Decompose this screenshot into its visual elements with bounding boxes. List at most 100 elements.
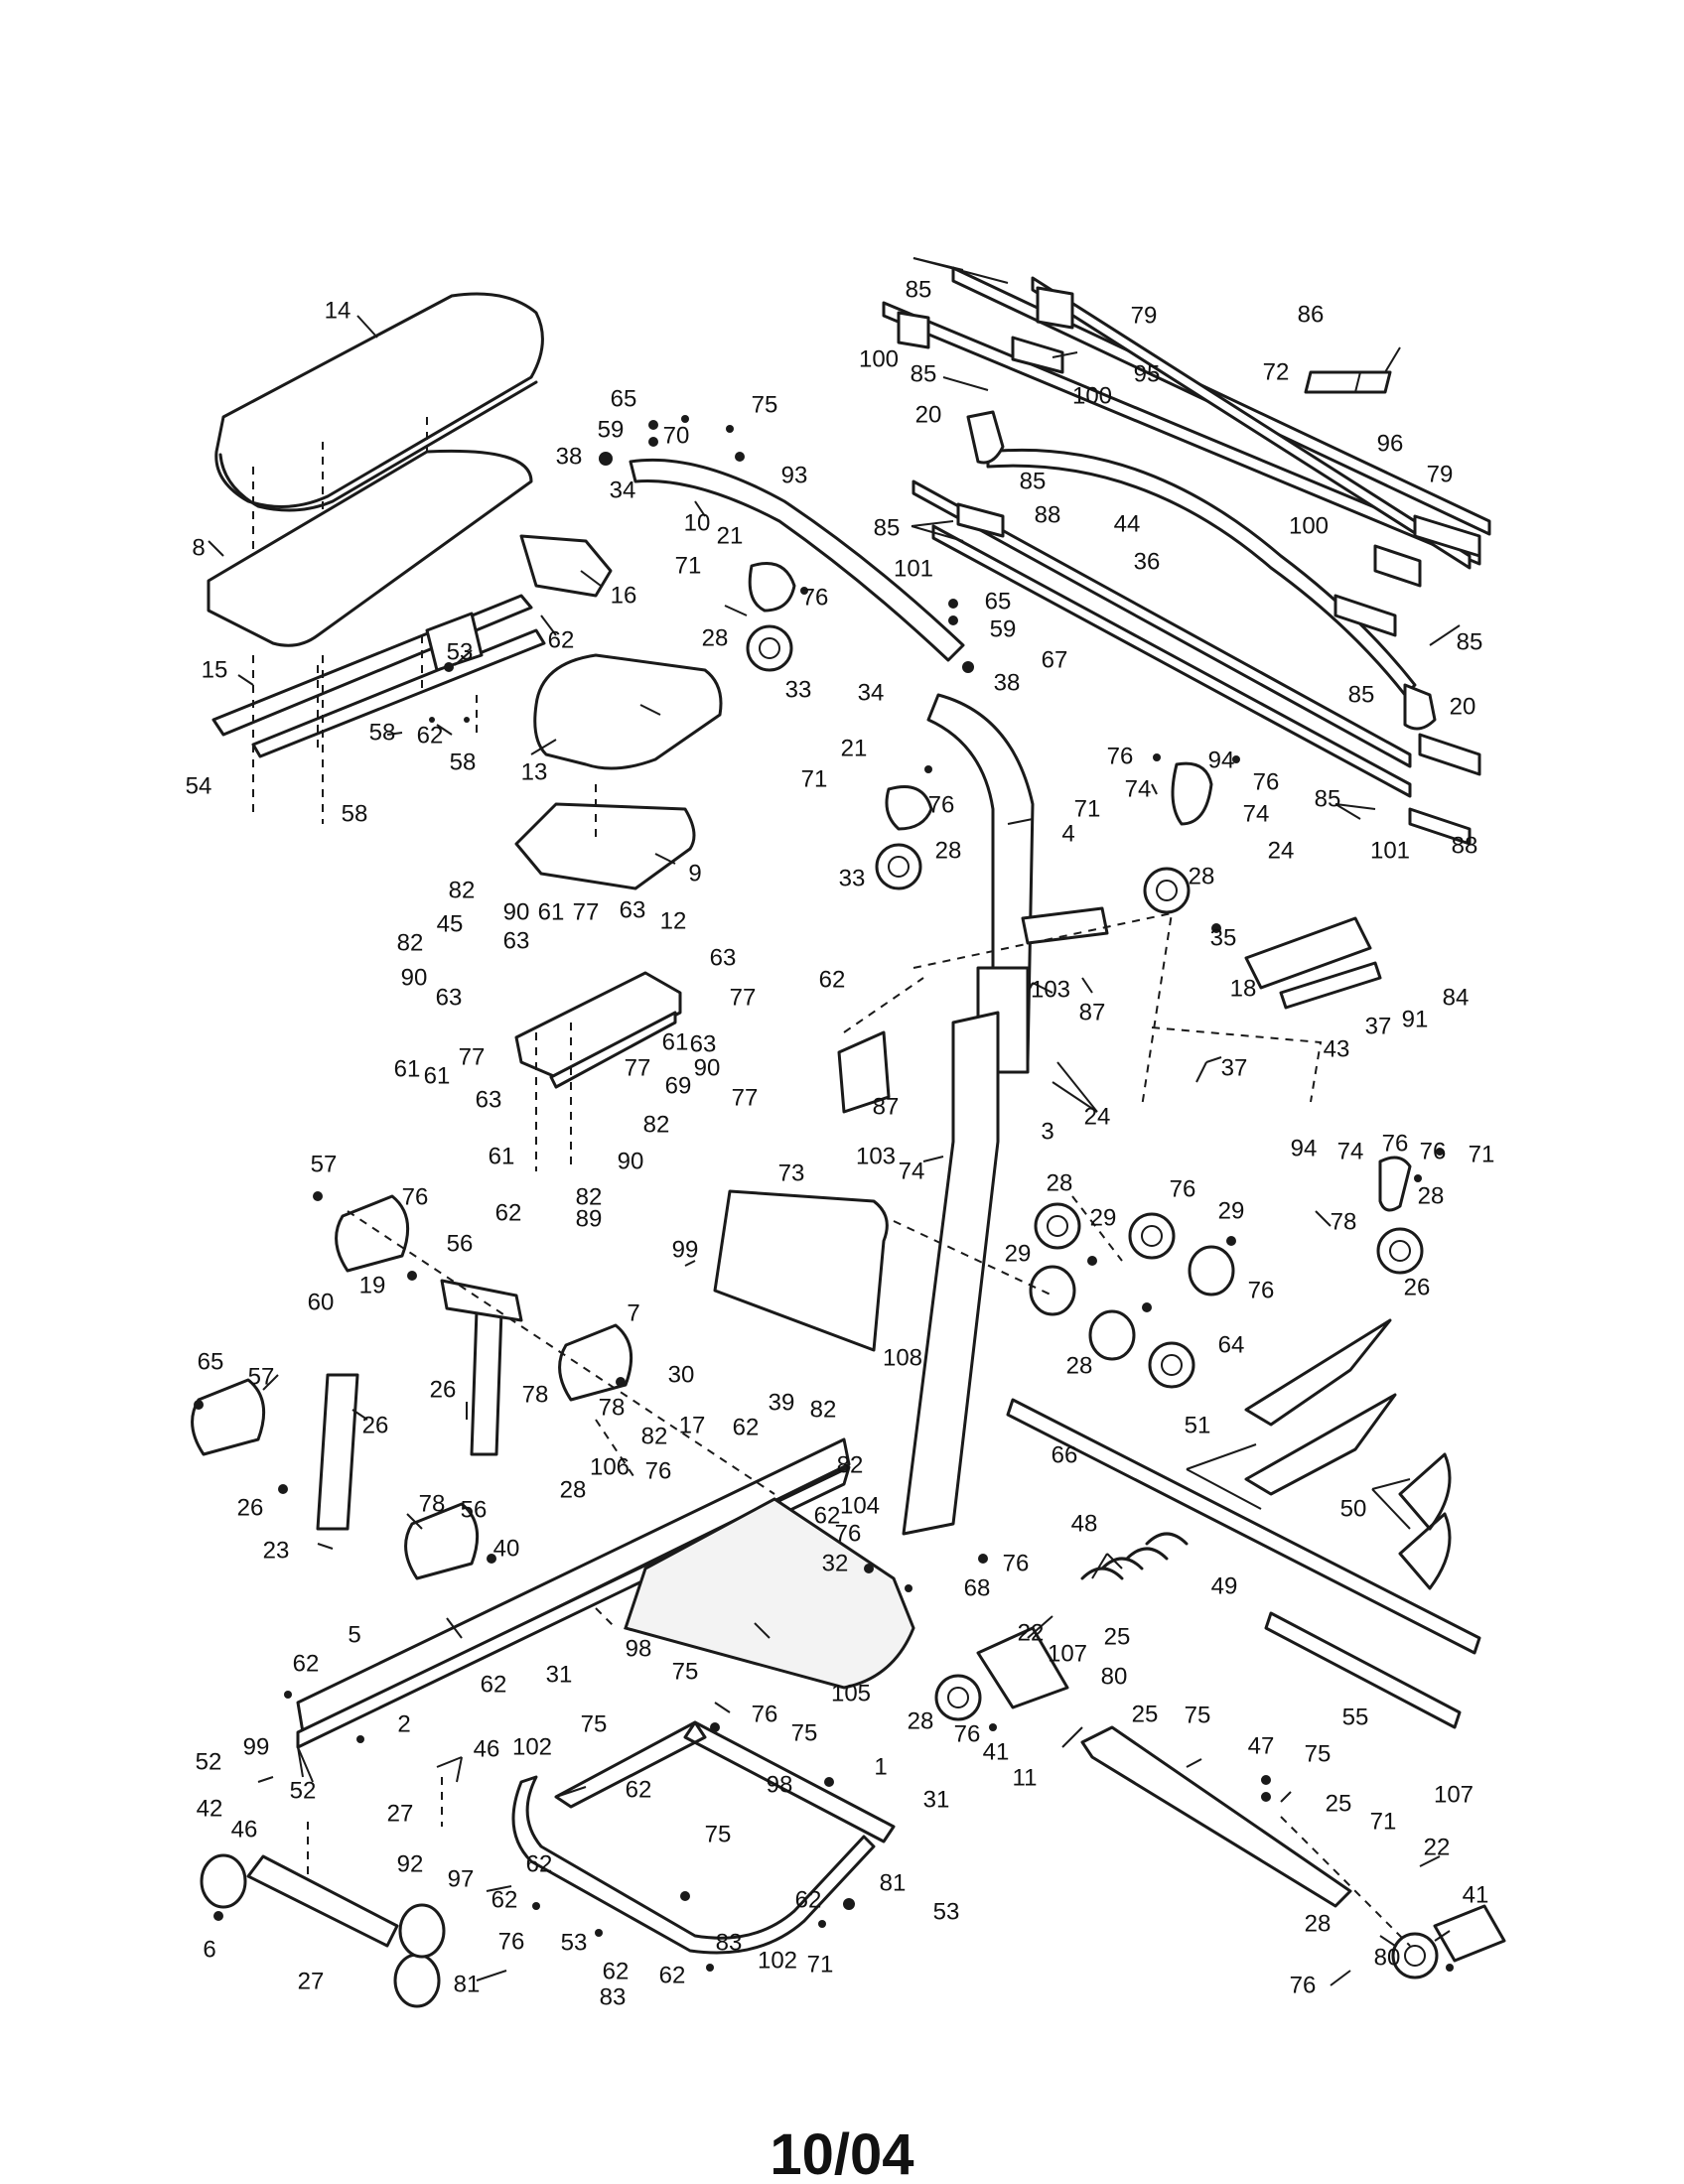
callout: 67 xyxy=(1042,647,1068,674)
callout: 83 xyxy=(716,1930,743,1957)
callout: 78 xyxy=(419,1491,446,1518)
callout: 38 xyxy=(556,444,583,471)
callout: 94 xyxy=(1291,1136,1318,1162)
callout: 15 xyxy=(202,657,228,684)
callout: 75 xyxy=(791,1720,818,1747)
callout: 62 xyxy=(491,1887,518,1914)
callout: 56 xyxy=(447,1231,474,1258)
callout: 104 xyxy=(840,1493,880,1520)
handle-bars xyxy=(882,266,1491,846)
callout: 47 xyxy=(1248,1733,1275,1760)
callout-labels: 14 8 16 62 15 53 58 62 58 54 58 65 59 38… xyxy=(186,277,1495,2011)
callout: 32 xyxy=(822,1551,849,1577)
callout: 53 xyxy=(933,1899,960,1926)
callout: 90 xyxy=(618,1149,644,1175)
callout: 16 xyxy=(611,583,637,610)
callout: 102 xyxy=(512,1734,552,1761)
callout: 76 xyxy=(645,1458,672,1485)
back-plate xyxy=(713,1189,889,1352)
callout: 76 xyxy=(752,1702,778,1728)
callout: 28 xyxy=(1066,1353,1093,1380)
callout: 93 xyxy=(781,463,808,489)
callout: 41 xyxy=(983,1739,1010,1766)
callout: 29 xyxy=(1090,1205,1117,1232)
callout: 89 xyxy=(576,1206,603,1233)
callout: 39 xyxy=(769,1390,795,1417)
callout: 8 xyxy=(192,535,205,562)
backrest-pad xyxy=(533,653,723,770)
callout: 62 xyxy=(814,1503,841,1530)
callout: 31 xyxy=(546,1662,573,1689)
callout: 76 xyxy=(835,1521,862,1548)
callout: 25 xyxy=(1104,1624,1131,1651)
callout: 21 xyxy=(717,523,744,550)
callout: 85 xyxy=(874,515,901,542)
callout: 82 xyxy=(576,1184,603,1211)
callout: 38 xyxy=(994,670,1021,697)
callout: 60 xyxy=(308,1290,335,1316)
callout: 56 xyxy=(461,1497,488,1524)
callout: 66 xyxy=(1052,1442,1078,1469)
callout: 62 xyxy=(603,1959,630,1985)
callout: 100 xyxy=(1289,513,1329,540)
callout: 26 xyxy=(237,1495,264,1522)
callout: 61 xyxy=(662,1029,689,1056)
callout: 86 xyxy=(1298,302,1325,329)
callout: 76 xyxy=(1420,1139,1447,1165)
callout: 74 xyxy=(1125,776,1152,803)
callout: 26 xyxy=(430,1377,457,1404)
callout: 19 xyxy=(359,1273,386,1299)
callout: 57 xyxy=(248,1364,275,1391)
callout: 28 xyxy=(702,625,729,652)
callout: 43 xyxy=(1324,1036,1350,1063)
callout: 3 xyxy=(1041,1119,1053,1146)
callout: 63 xyxy=(436,985,463,1012)
callout: 13 xyxy=(521,759,548,786)
callout: 35 xyxy=(1210,925,1237,952)
callout: 98 xyxy=(626,1636,652,1663)
callout: 12 xyxy=(660,908,687,935)
callout: 106 xyxy=(590,1454,630,1481)
callout: 28 xyxy=(935,838,962,865)
callout: 36 xyxy=(1134,549,1161,576)
callout: 65 xyxy=(611,386,637,413)
weight-plates xyxy=(1244,916,1372,990)
callout: 28 xyxy=(908,1708,934,1735)
callout: 62 xyxy=(495,1200,522,1227)
callout: 94 xyxy=(1208,748,1235,774)
assembly-lines xyxy=(252,655,1411,1947)
footer-date: 10/04 xyxy=(770,2122,913,2184)
callout: 31 xyxy=(923,1787,950,1814)
callout: 107 xyxy=(1048,1641,1087,1668)
callout: 26 xyxy=(1404,1275,1431,1301)
callout: 62 xyxy=(626,1777,652,1804)
callout: 77 xyxy=(730,985,757,1012)
callout: 62 xyxy=(819,967,846,994)
callout: 77 xyxy=(732,1085,759,1112)
callout: 63 xyxy=(476,1087,502,1114)
callout: 103 xyxy=(1031,977,1070,1004)
callout: 26 xyxy=(362,1413,389,1439)
callout: 81 xyxy=(880,1870,907,1897)
callout: 88 xyxy=(1452,833,1478,860)
callout: 90 xyxy=(401,965,428,992)
callout: 63 xyxy=(690,1031,717,1058)
callout: 61 xyxy=(538,899,565,926)
callout: 75 xyxy=(672,1659,699,1686)
callout: 28 xyxy=(1189,864,1215,890)
callout: 77 xyxy=(625,1055,651,1082)
callout: 71 xyxy=(1469,1142,1495,1168)
callout: 2 xyxy=(397,1711,410,1738)
callout: 27 xyxy=(298,1969,325,1995)
callout: 75 xyxy=(752,392,778,419)
callout: 58 xyxy=(450,750,477,776)
callout: 63 xyxy=(503,928,530,955)
callout: 88 xyxy=(1035,502,1061,529)
callout: 33 xyxy=(785,677,812,704)
callout: 25 xyxy=(1326,1791,1352,1818)
callout: 82 xyxy=(449,878,476,904)
callout: 74 xyxy=(1337,1139,1364,1165)
callout: 42 xyxy=(197,1796,223,1823)
callout: 72 xyxy=(1263,359,1290,386)
callout: 87 xyxy=(873,1094,900,1121)
